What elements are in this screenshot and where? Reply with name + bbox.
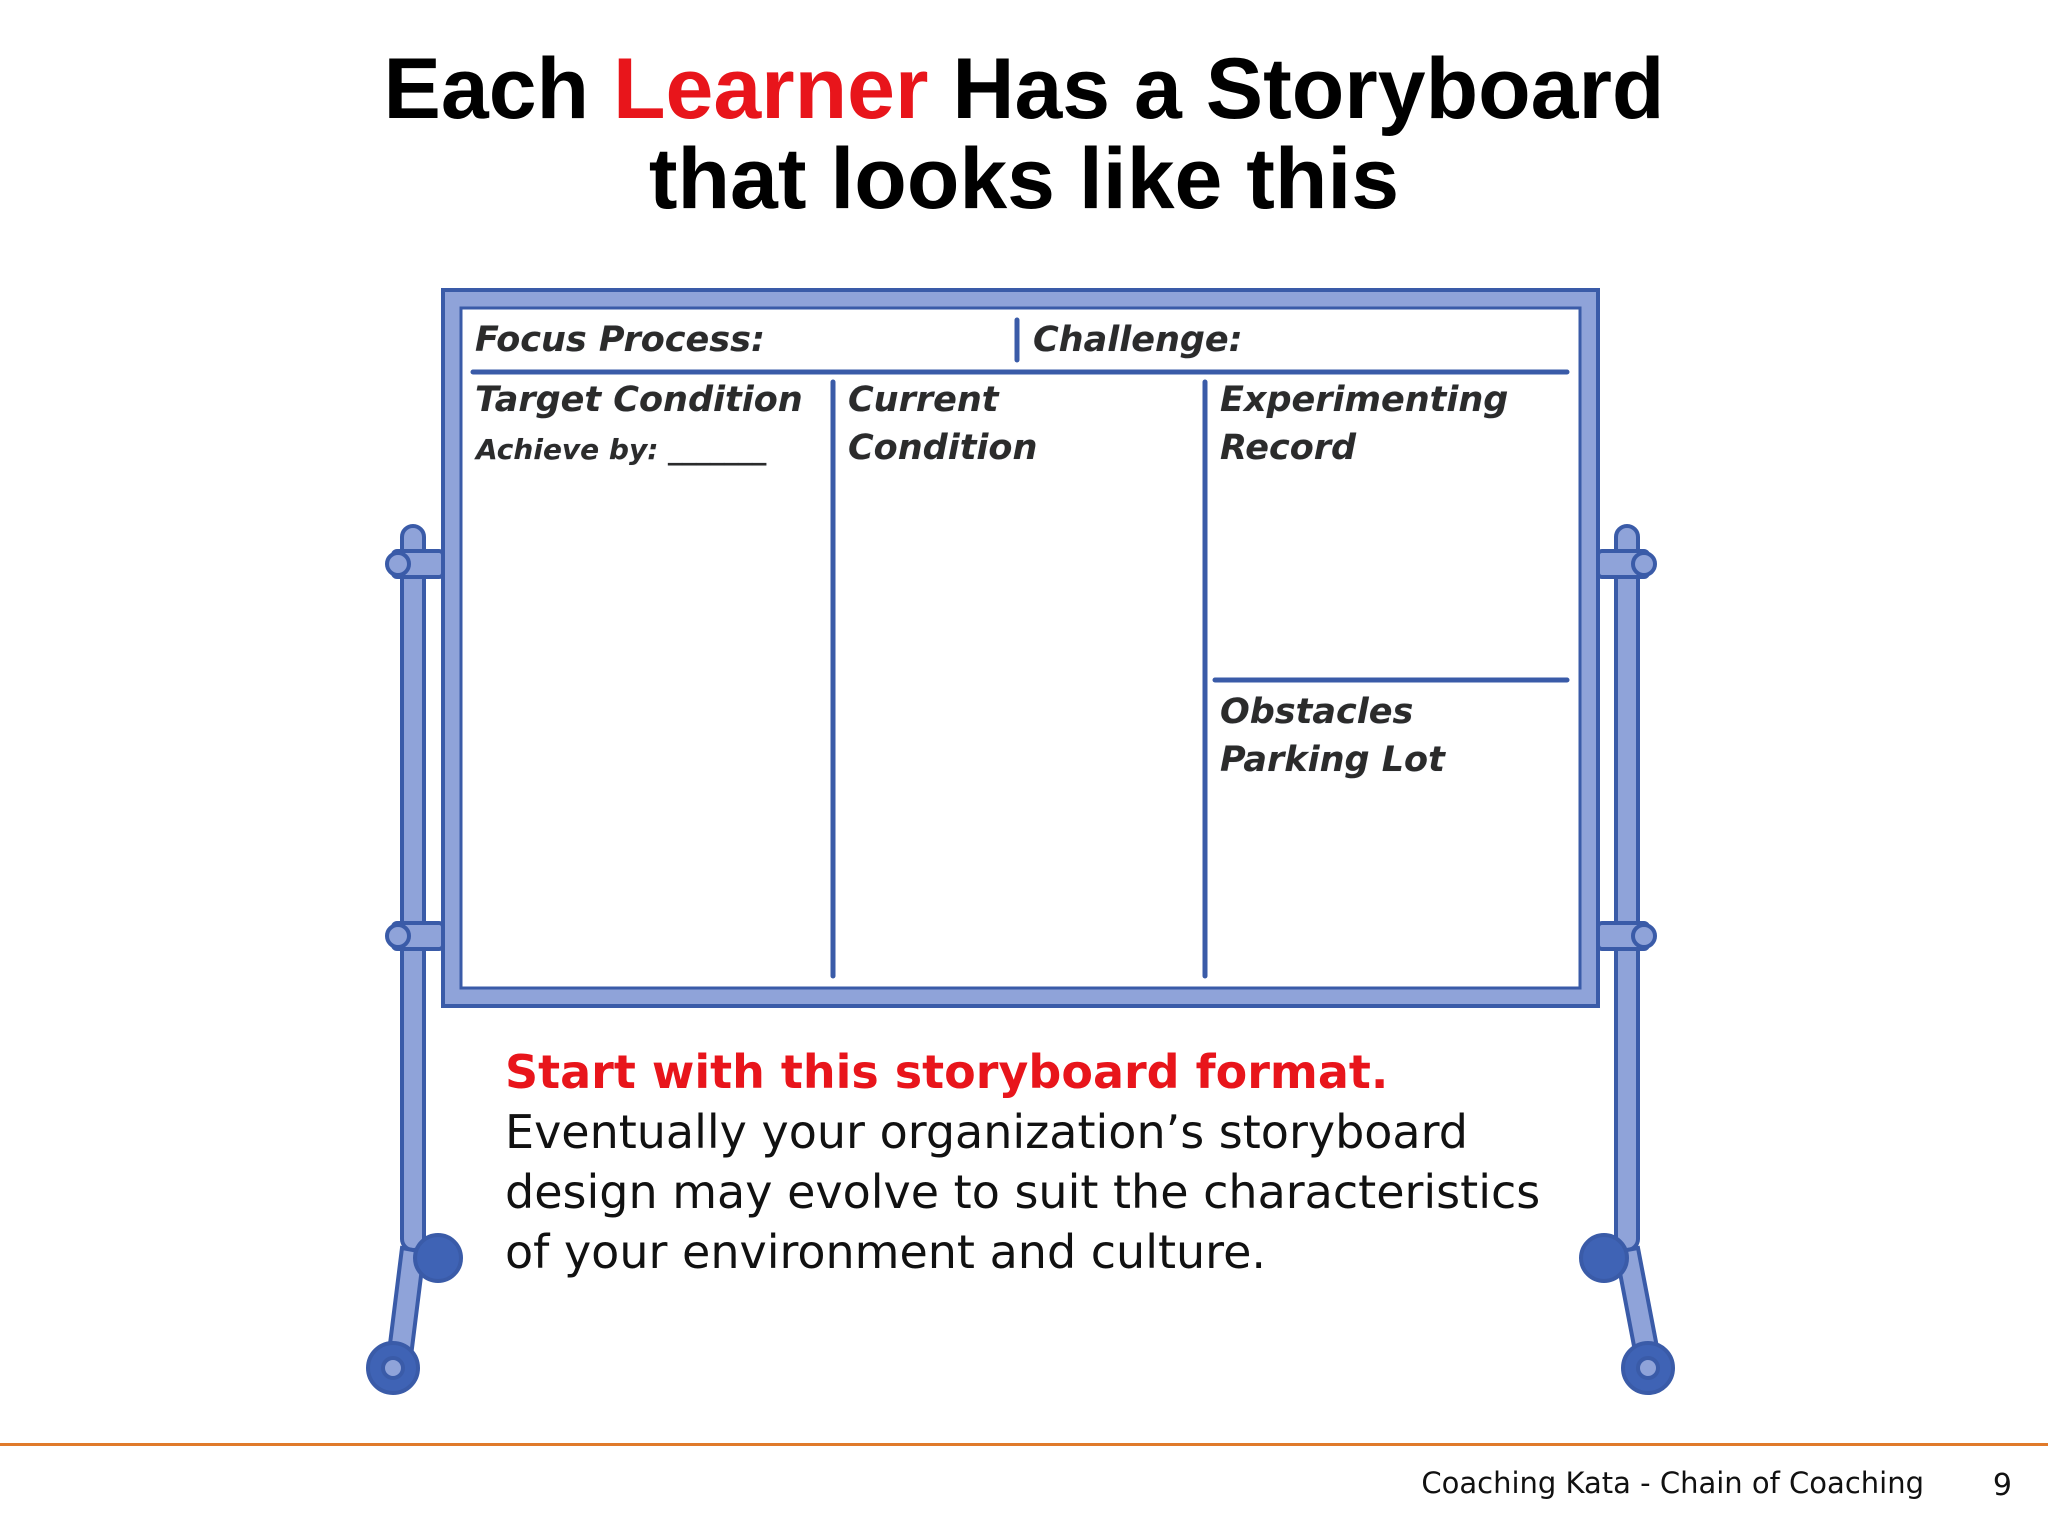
storyboard-illustration xyxy=(366,288,1675,1395)
title-line-2: that looks like this xyxy=(648,131,1400,227)
body-lead-sentence: Start with this storyboard format. xyxy=(505,1045,1389,1099)
left-stand xyxy=(366,524,463,1395)
experimenting-record-label: Experimenting Record xyxy=(1220,376,1508,472)
obstacles-line-1: Obstacles xyxy=(1220,692,1414,732)
page-number: 9 xyxy=(1992,1468,2012,1503)
right-stand xyxy=(1579,524,1675,1395)
board-grid-lines xyxy=(470,317,1570,979)
current-condition-line-2: Condition xyxy=(848,428,1038,468)
focus-process-label: Focus Process: xyxy=(475,320,765,360)
body-rest-text: Eventually your organization’s storyboar… xyxy=(505,1105,1541,1279)
achieve-by-label: Achieve by: _______ xyxy=(476,433,767,466)
body-paragraph: Start with this storyboard format. Event… xyxy=(505,1042,1595,1282)
experimenting-record-line-1: Experimenting xyxy=(1220,380,1509,420)
footer-rule xyxy=(0,1443,2048,1446)
title-line-1: Each Learner Has a Storyboard xyxy=(0,44,2048,134)
title-prefix: Each xyxy=(383,41,613,137)
experimenting-record-line-2: Record xyxy=(1220,428,1357,468)
obstacles-parking-lot-label: Obstacles Parking Lot xyxy=(1220,688,1445,784)
current-condition-line-1: Current xyxy=(848,380,999,420)
title-accent-word: Learner xyxy=(612,41,929,137)
current-condition-label: Current Condition xyxy=(848,376,1037,472)
challenge-label: Challenge: xyxy=(1033,320,1243,360)
title-suffix: Has a Storyboard xyxy=(928,41,1665,137)
slide-title: Each Learner Has a Storyboard that looks… xyxy=(0,44,2048,224)
target-condition-label: Target Condition xyxy=(475,380,803,420)
board-surface xyxy=(459,306,1582,990)
footer-text: Coaching Kata - Chain of Coaching xyxy=(1421,1466,1924,1500)
obstacles-line-2: Parking Lot xyxy=(1220,740,1445,780)
